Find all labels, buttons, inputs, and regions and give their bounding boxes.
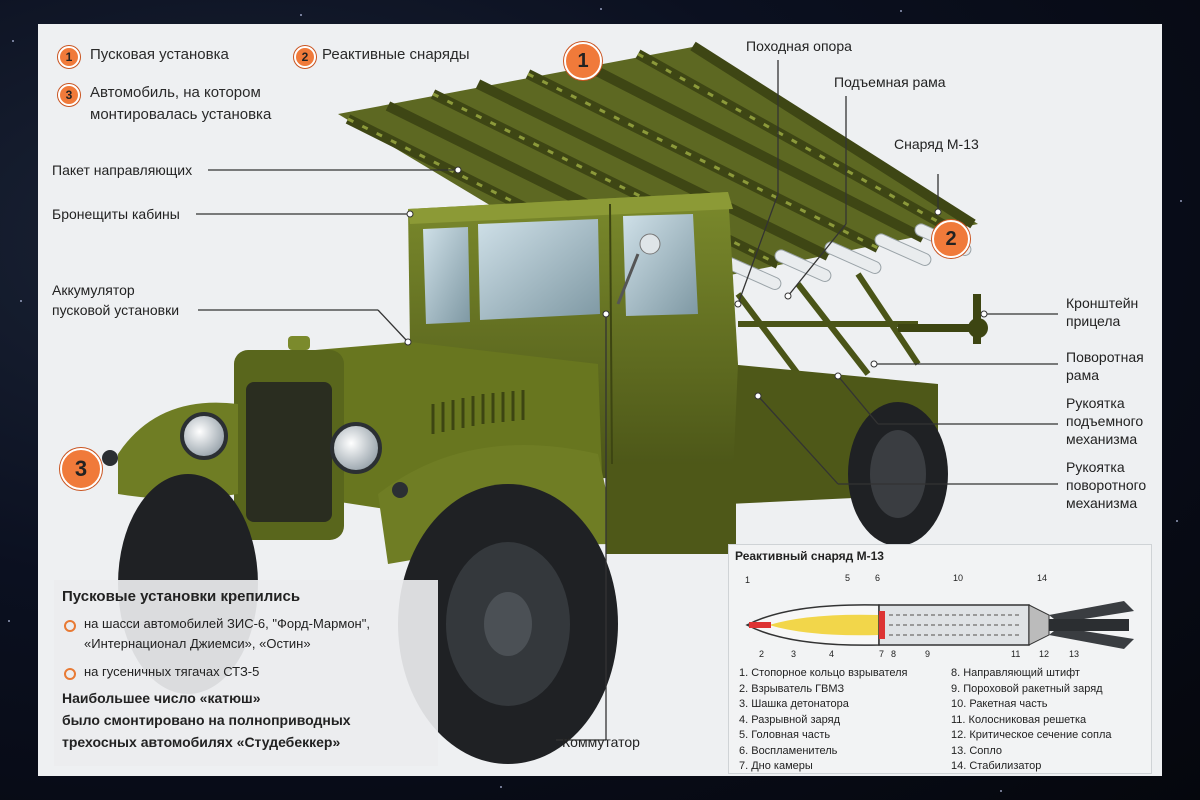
rocket-num-1: 1 — [745, 575, 751, 585]
label-rotary-frame: Поворотная рама — [1066, 348, 1144, 384]
rocket-part-right: 14. Стабилизатор — [951, 760, 1042, 772]
rocket-num-11: 11 — [1011, 649, 1021, 659]
headlights — [102, 412, 408, 498]
rocket-part-left: 3. Шашка детонатора — [739, 698, 849, 710]
label-rot-handle: Рукоятка поворотного механизма — [1066, 458, 1146, 512]
label-battery-1: Аккумулятор — [52, 282, 135, 298]
label-shell-m13: Снаряд М-13 — [894, 136, 979, 152]
rear-body — [728, 364, 948, 546]
rocket-num-2: 2 — [759, 649, 765, 659]
rocket-part-right: 8. Направляющий штифт — [951, 667, 1080, 679]
rocket-m13-box: Реактивный снаряд М-13 1 5 6 10 14 2 — [728, 544, 1152, 774]
infobox-bold-line2: было смонтировано на полноприводных — [62, 712, 351, 728]
label-lift-handle-2: подъемного — [1066, 413, 1144, 429]
label-lift-handle-1: Рукоятка — [1066, 395, 1125, 411]
label-rot-handle-2: поворотного — [1066, 477, 1147, 493]
bullet-icon — [64, 620, 76, 632]
rocket-num-9: 9 — [925, 649, 931, 659]
legend-item-1: Пусковая установка — [90, 46, 229, 63]
label-sight-bracket: Кронштейн прицела — [1066, 294, 1138, 330]
rocket-num-10: 10 — [953, 573, 964, 583]
rocket-part-right: 11. Колосниковая решетка — [951, 713, 1087, 726]
rocket-cross-section — [745, 601, 1134, 649]
label-commutator: Коммутатор — [562, 734, 640, 750]
label-rotary-frame-2: рама — [1066, 367, 1099, 383]
leader-lines — [196, 60, 1058, 741]
sight-bracket — [898, 294, 988, 344]
rocket-num-3: 3 — [791, 649, 797, 659]
infobox-bold-line3: трехосных автомобилях «Студебеккер» — [62, 734, 341, 750]
label-lift-handle-3: механизма — [1066, 431, 1138, 447]
rocket-num-13: 13 — [1069, 649, 1080, 659]
label-guide-pack: Пакет направляющих — [52, 162, 193, 178]
rocket-part-left: 1. Стопорное кольцо взрывателя — [739, 667, 908, 679]
rocket-part-left: 5. Головная часть — [739, 729, 831, 741]
label-lift-frame: Подъемная рама — [834, 74, 946, 90]
rocket-part-left: 6. Воспламенитель — [739, 744, 838, 757]
rocket-num-8: 8 — [891, 649, 897, 659]
label-lift-handle: Рукоятка подъемного механизма — [1066, 394, 1143, 448]
mounting-info-box: Пусковые установки крепились на шасси ав… — [54, 580, 438, 766]
legend-badge-2: 2 — [294, 46, 316, 68]
legend-badge-3: 3 — [58, 84, 80, 106]
truck-illustration — [102, 41, 1058, 764]
rocket-part-left: 7. Дно камеры — [739, 760, 813, 772]
rocket-num-4: 4 — [829, 649, 835, 659]
rocket-part-right: 12. Критическое сечение сопла — [951, 729, 1112, 741]
infobox-bullet1-line1: на шасси автомобилей ЗИС-6, "Форд-Мармон… — [84, 616, 370, 631]
rocket-num-6: 6 — [875, 573, 881, 583]
label-cab-armor: Бронещиты кабины — [52, 206, 180, 222]
badge-rockets: 2 — [932, 220, 970, 258]
lift-frame — [735, 272, 921, 376]
rocket-num-7: 7 — [879, 649, 885, 659]
infobox-title: Пусковые установки крепились — [62, 588, 301, 605]
hood — [234, 336, 603, 540]
legend-badge-1: 1 — [58, 46, 80, 68]
rocket-part-right: 10. Ракетная часть — [951, 698, 1048, 710]
bullet-icon — [64, 668, 76, 680]
rocket-title: Реактивный снаряд М-13 — [735, 549, 884, 563]
label-sight-bracket-1: Кронштейн — [1066, 295, 1139, 311]
infobox-bullet2: на гусеничных тягачах СТЗ-5 — [84, 664, 260, 679]
label-rot-handle-3: механизма — [1066, 495, 1138, 511]
rocket-part-left: 4. Разрывной заряд — [739, 713, 841, 726]
label-rotary-frame-1: Поворотная — [1066, 349, 1144, 365]
rocket-part-right: 13. Сопло — [951, 744, 1003, 757]
legend-item-2: Реактивные снаряды — [322, 46, 470, 63]
badge-launcher: 1 — [564, 42, 602, 80]
rocket-num-12: 12 — [1039, 649, 1050, 659]
rocket-num-14: 14 — [1037, 573, 1048, 583]
rocket-part-left: 2. Взрыватель ГВМЗ — [739, 682, 845, 695]
legend-item-3-line1: Автомобиль, на котором — [90, 84, 261, 101]
badge-truck: 3 — [60, 448, 102, 490]
label-rot-handle-1: Рукоятка — [1066, 459, 1125, 475]
label-battery-2: пусковой установки — [52, 302, 180, 318]
label-travel-support: Походная опора — [746, 38, 852, 54]
legend-item-3-line2: монтировалась установка — [90, 106, 272, 123]
infographic-panel: 1 Пусковая установка 2 Реактивные снаряд… — [38, 24, 1162, 776]
rocket-num-5: 5 — [845, 573, 851, 583]
infobox-bullet1-line2: «Интернационал Джиемси», «Остин» — [84, 636, 311, 651]
infobox-bold-line1: Наибольшее число «катюш» — [62, 690, 261, 706]
rocket-part-right: 9. Пороховой ракетный заряд — [951, 682, 1103, 695]
label-sight-bracket-2: прицела — [1066, 313, 1121, 329]
